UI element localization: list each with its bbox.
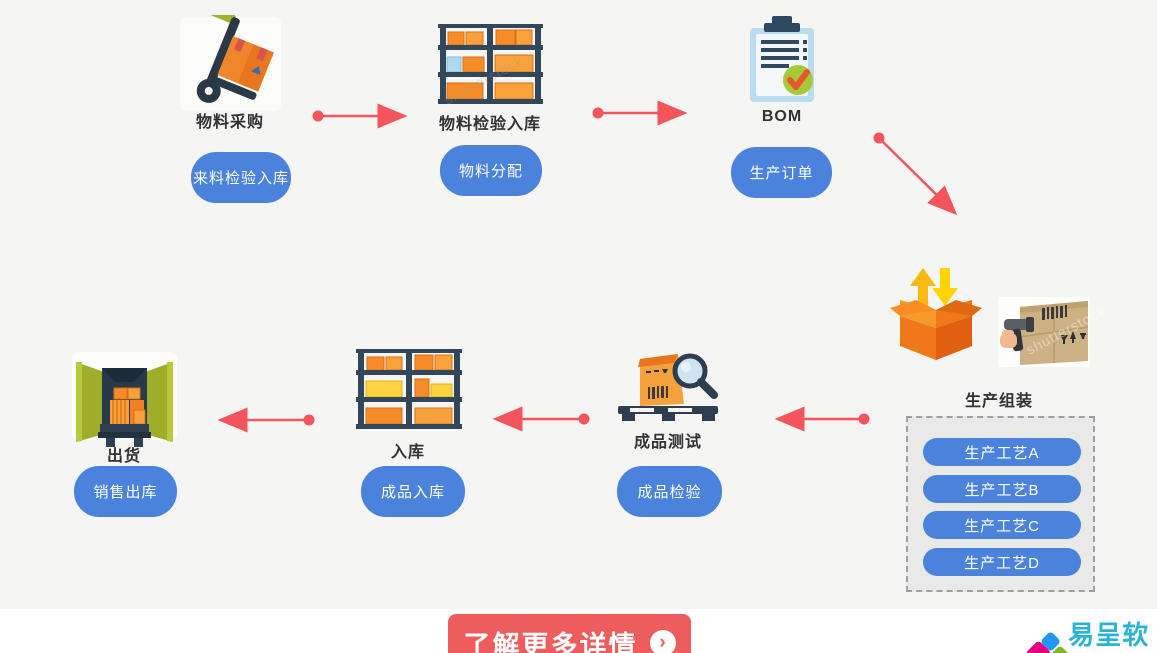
hand-truck-icon (180, 15, 281, 111)
company-logo: 易呈软件 (1025, 615, 1157, 653)
incoming-inspection-button[interactable]: 来料检验入库 (191, 152, 291, 203)
logo-diamonds-icon (1025, 630, 1070, 653)
node-label-material-inspection: 物料检验入库 (438, 116, 542, 133)
learn-more-label: 了解更多详情 (463, 630, 638, 653)
process-d-button[interactable]: 生产工艺D (923, 548, 1081, 576)
node-label-bom: BOM (761, 108, 803, 125)
learn-more-button[interactable]: 了解更多详情 › (448, 614, 691, 653)
finished-warehousing-button[interactable]: 成品入库 (361, 466, 465, 517)
sales-outbound-button[interactable]: 销售出库 (74, 466, 177, 517)
box-magnifier-icon (618, 353, 718, 421)
clipboard-check-icon (750, 16, 814, 102)
production-process-panel: 生产工艺A 生产工艺B 生产工艺C 生产工艺D (906, 416, 1095, 592)
process-b-button[interactable]: 生产工艺B (923, 475, 1081, 503)
logo-text: 易呈软件 (1068, 620, 1150, 650)
process-c-button[interactable]: 生产工艺C (923, 511, 1081, 539)
material-allocation-button[interactable]: 物料分配 (440, 145, 542, 196)
chevron-right-icon: › (649, 630, 676, 653)
barcode-scanner-box-icon (998, 297, 1090, 367)
open-box-arrows-icon (890, 268, 982, 360)
node-label-warehouse-in: 入库 (390, 444, 426, 461)
node-label-material-purchase: 物料采购 (195, 114, 265, 131)
node-label-product-test: 成品测试 (633, 434, 703, 451)
finished-inspection-button[interactable]: 成品检验 (617, 466, 722, 517)
warehouse-shelf-icon (438, 24, 543, 104)
cargo-container-icon (72, 352, 177, 447)
process-a-button[interactable]: 生产工艺A (923, 438, 1081, 466)
production-order-button[interactable]: 生产订单 (731, 147, 832, 198)
storage-rack-icon (356, 349, 462, 429)
node-label-shipment: 出货 (106, 448, 142, 465)
node-label-assembly: 生产组装 (964, 393, 1034, 410)
